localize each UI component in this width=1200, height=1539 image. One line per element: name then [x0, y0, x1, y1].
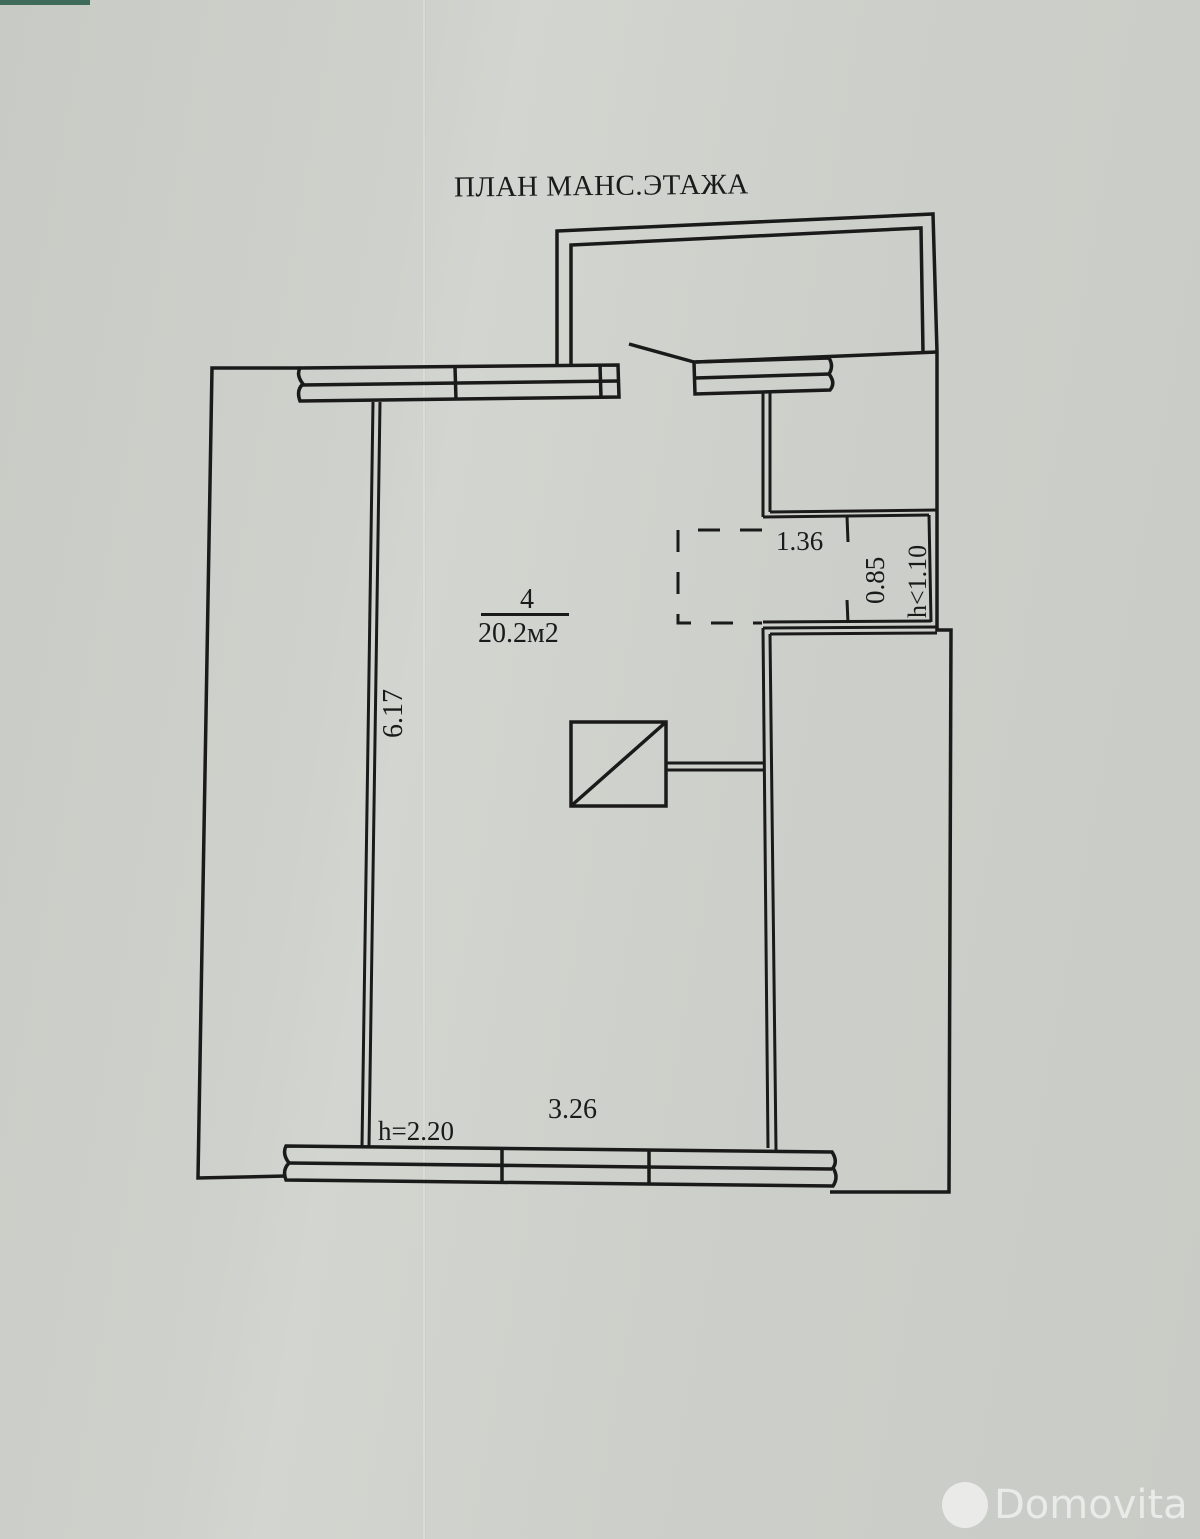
outer-wall-right	[830, 352, 953, 1194]
watermark-text: Domovita	[994, 1482, 1188, 1528]
dimension-length: 6.17	[378, 689, 409, 738]
niche-depth: 0.85	[860, 556, 890, 604]
room-label-divider	[481, 613, 569, 616]
window-top-right	[692, 356, 835, 396]
dimension-width: 3.26	[548, 1094, 597, 1125]
niche-height: h<1.10	[903, 544, 932, 618]
window-top-left	[296, 363, 621, 403]
ventilation-shaft-symbol	[569, 720, 763, 808]
balcony	[555, 212, 939, 365]
window-bottom	[282, 1144, 838, 1188]
door-swing-line	[628, 342, 695, 364]
paper-fold-line	[422, 0, 426, 1539]
outer-wall-left	[196, 366, 300, 1180]
inner-wall-left	[360, 401, 382, 1147]
inner-wall-right	[761, 393, 938, 1151]
room-area: 20.2м2	[478, 618, 559, 649]
niche-width: 1.36	[776, 526, 824, 556]
photo-edge	[0, 0, 90, 5]
room-number: 4	[520, 584, 534, 615]
plan-title: ПЛАН МАНС.ЭТАЖА	[453, 168, 749, 204]
watermark: Domovita	[942, 1482, 1188, 1528]
watermark-logo-icon	[942, 1482, 988, 1528]
ceiling-height: h=2.20	[378, 1116, 454, 1146]
niche-dashed-outline	[676, 528, 762, 625]
